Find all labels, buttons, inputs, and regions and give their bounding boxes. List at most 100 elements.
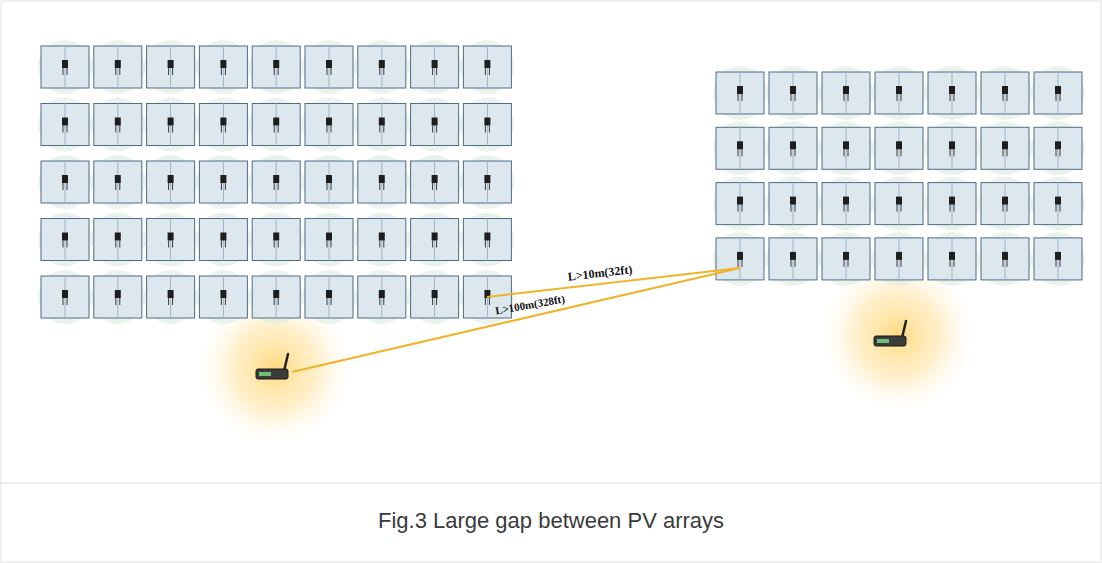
panel-halo bbox=[91, 270, 145, 324]
pv-panel bbox=[196, 270, 250, 324]
pv-panel bbox=[872, 66, 926, 120]
panel-halo bbox=[819, 177, 873, 231]
optimizer-device bbox=[790, 197, 796, 205]
gateway-display bbox=[877, 339, 889, 343]
panel-frame bbox=[1034, 183, 1082, 225]
panel-frame bbox=[41, 161, 89, 203]
panel-halo bbox=[302, 270, 356, 324]
optimizer-leads bbox=[897, 205, 901, 212]
optimizer-device bbox=[379, 233, 385, 241]
pv-panel bbox=[196, 40, 250, 94]
panel-frame bbox=[199, 276, 247, 318]
optimizer-leads bbox=[274, 298, 278, 305]
optimizer-leads bbox=[485, 126, 489, 133]
optimizer-leads bbox=[380, 241, 384, 248]
optimizer-leads bbox=[844, 94, 848, 101]
pv-panel bbox=[925, 121, 979, 175]
panel-frame bbox=[41, 46, 89, 88]
optimizer-leads bbox=[327, 126, 331, 133]
pv-panel bbox=[91, 270, 145, 324]
optimizer-device bbox=[432, 118, 438, 126]
optimizer-device bbox=[220, 175, 226, 183]
optimizer-leads bbox=[116, 183, 120, 190]
panel-frame bbox=[41, 104, 89, 146]
optimizer-leads bbox=[1003, 94, 1007, 101]
pv-panel bbox=[766, 121, 820, 175]
panel-frame bbox=[716, 72, 764, 114]
optimizer-leads bbox=[63, 298, 67, 305]
panel-halo bbox=[978, 177, 1032, 231]
panel-halo bbox=[408, 213, 462, 267]
optimizer-leads bbox=[327, 68, 331, 75]
optimizer-device bbox=[843, 197, 849, 205]
pv-panel bbox=[355, 155, 409, 209]
optimizer-device bbox=[896, 86, 902, 94]
optimizer-device bbox=[168, 175, 174, 183]
panel-halo bbox=[38, 40, 92, 94]
optimizer-device bbox=[1055, 252, 1061, 260]
panel-frame bbox=[1034, 127, 1082, 169]
panel-frame bbox=[252, 161, 300, 203]
panel-halo bbox=[144, 40, 198, 94]
optimizer-leads bbox=[1003, 205, 1007, 212]
pv-panel bbox=[38, 40, 92, 94]
panel-frame bbox=[147, 219, 195, 261]
panel-frame bbox=[199, 104, 247, 146]
pv-panel bbox=[144, 40, 198, 94]
pv-panel bbox=[249, 40, 303, 94]
optimizer-device bbox=[1055, 86, 1061, 94]
panel-frame bbox=[147, 46, 195, 88]
pv-panel bbox=[302, 155, 356, 209]
optimizer-leads bbox=[63, 68, 67, 75]
pv-panel bbox=[460, 98, 514, 152]
optimizer-leads bbox=[169, 298, 173, 305]
gateways bbox=[256, 321, 906, 379]
panel-frame bbox=[716, 127, 764, 169]
panel-frame bbox=[875, 72, 923, 114]
panel-frame bbox=[981, 72, 1029, 114]
optimizer-leads bbox=[169, 241, 173, 248]
panel-halo bbox=[249, 155, 303, 209]
pv-panel bbox=[249, 270, 303, 324]
panel-halo bbox=[1031, 177, 1085, 231]
panel-frame bbox=[305, 219, 353, 261]
panel-halo bbox=[713, 232, 767, 286]
panel-halo bbox=[144, 155, 198, 209]
optimizer-leads bbox=[221, 298, 225, 305]
pv-panel bbox=[766, 232, 820, 286]
optimizer-device bbox=[484, 118, 490, 126]
distance-label: L>10m(32ft) bbox=[565, 263, 635, 283]
optimizer-device bbox=[62, 290, 68, 298]
panel-frame bbox=[928, 238, 976, 280]
pv-panel bbox=[713, 232, 767, 286]
pv-panel bbox=[302, 40, 356, 94]
panel-halo bbox=[355, 213, 409, 267]
panel-halo bbox=[1031, 232, 1085, 286]
panel-frame bbox=[252, 276, 300, 318]
panel-frame bbox=[147, 276, 195, 318]
optimizer-leads bbox=[274, 68, 278, 75]
pv-panel bbox=[91, 213, 145, 267]
optimizer-device bbox=[379, 175, 385, 183]
panel-frame bbox=[199, 219, 247, 261]
pv-panel bbox=[302, 213, 356, 267]
optimizer-device bbox=[115, 118, 121, 126]
pv-panel bbox=[144, 155, 198, 209]
optimizer-device bbox=[62, 233, 68, 241]
optimizer-leads bbox=[327, 183, 331, 190]
pv-panel bbox=[819, 177, 873, 231]
optimizer-leads bbox=[738, 260, 742, 267]
optimizer-device bbox=[220, 290, 226, 298]
pv-panel bbox=[144, 270, 198, 324]
optimizer-leads bbox=[433, 298, 437, 305]
optimizer-device bbox=[220, 60, 226, 68]
optimizer-device bbox=[484, 60, 490, 68]
optimizer-leads bbox=[950, 260, 954, 267]
gateway-body bbox=[874, 336, 906, 346]
panel-halo bbox=[460, 155, 514, 209]
optimizer-leads bbox=[738, 149, 742, 156]
pv-panel bbox=[819, 232, 873, 286]
gateway-icon bbox=[256, 354, 288, 379]
optimizer-leads bbox=[169, 126, 173, 133]
